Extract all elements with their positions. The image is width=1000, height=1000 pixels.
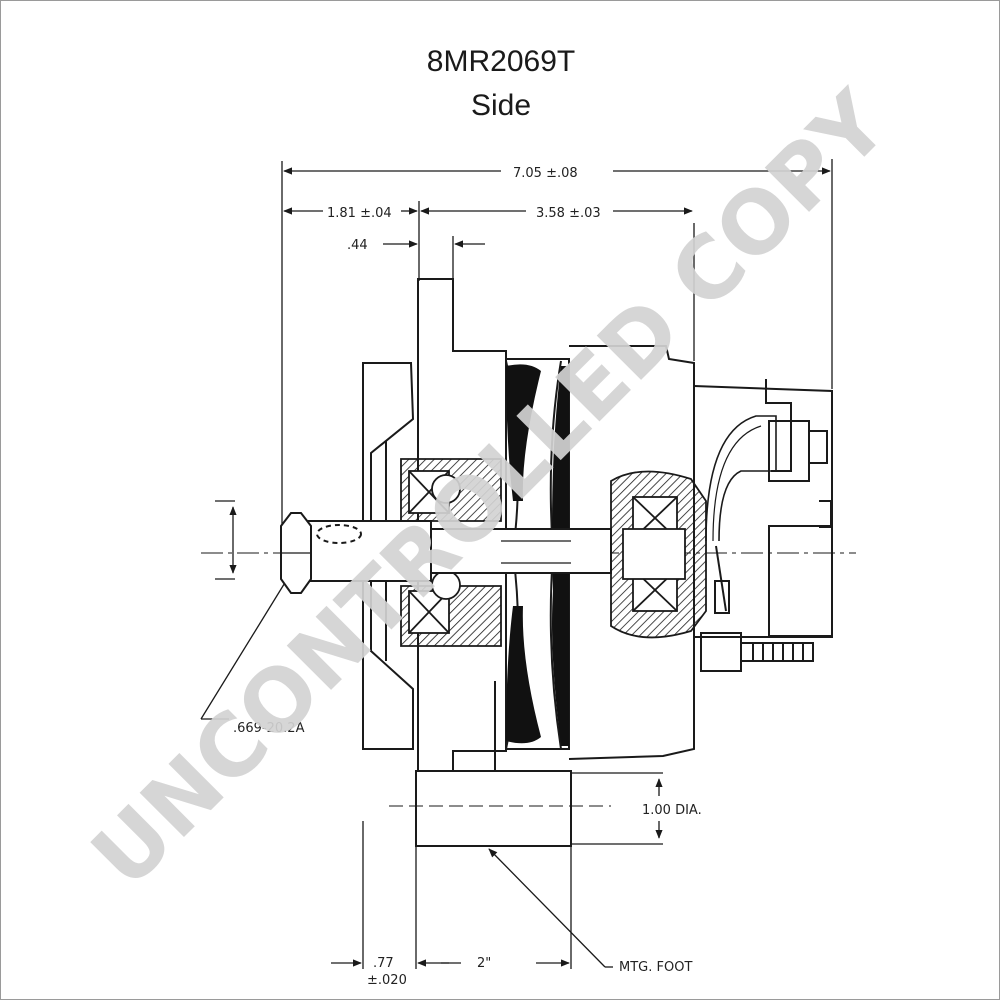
view-name-title: Side <box>470 89 532 122</box>
flange-to-rear-label: 3.58 ±.03 <box>536 206 601 221</box>
shaft-thread-label: .669-20.2A <box>233 721 305 736</box>
dimension-lines <box>200 159 833 969</box>
front-to-flange-label: 1.81 ±.04 <box>327 206 392 221</box>
foot-width-label: 2" <box>477 956 491 971</box>
rear-bearing <box>610 470 707 639</box>
foot-offset-tolerance-label: ±.020 <box>367 973 407 988</box>
alternator-body <box>362 278 833 847</box>
uncontrolled-copy-watermark: UNCONTROLLED COPY <box>73 72 908 907</box>
shaft-and-nut <box>280 512 612 594</box>
front-bearing <box>400 458 502 647</box>
rotor-poles <box>506 364 569 746</box>
model-number-title: 8MR2069T <box>426 45 576 78</box>
foot-offset-label: .77 <box>373 956 394 971</box>
flange-thickness-label: .44 <box>347 238 368 253</box>
mounting-foot-label: MTG. FOOT <box>619 960 692 975</box>
dimension-labels: 7.05 ±.08 1.81 ±.04 3.58 ±.03 .44 .669-2… <box>233 166 702 988</box>
overall-length-label: 7.05 ±.08 <box>513 166 578 181</box>
foot-diameter-label: 1.00 DIA. <box>642 803 702 818</box>
